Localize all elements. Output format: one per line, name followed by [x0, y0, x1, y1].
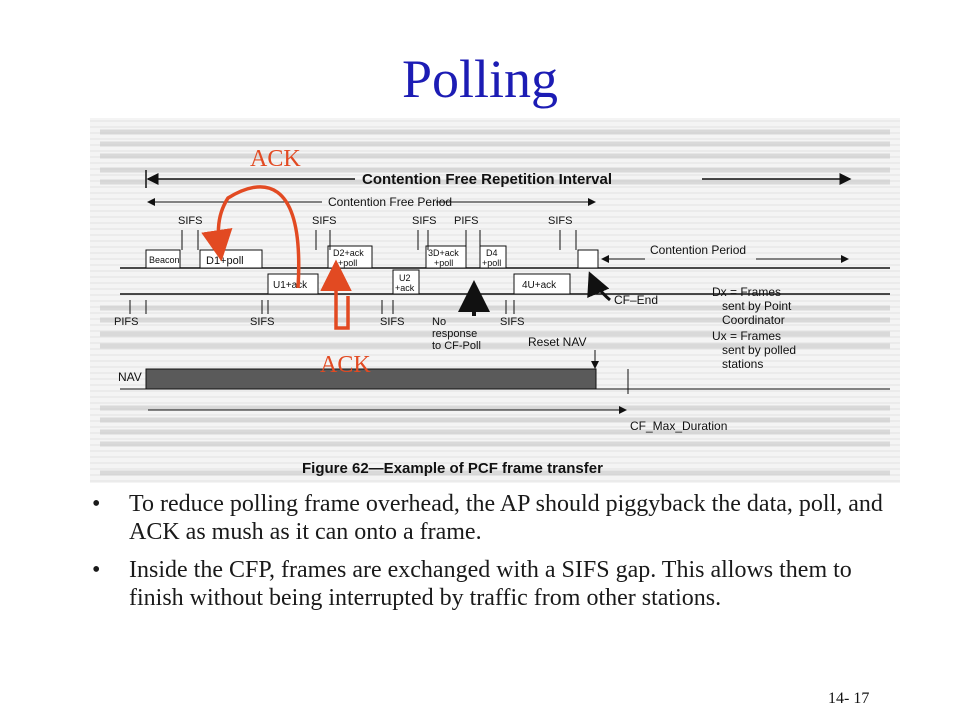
sifs-label-3: SIFS [412, 215, 436, 227]
slide-number: 14- 17 [828, 690, 870, 707]
ack-curve-bottom [320, 259, 352, 330]
sifs-label-4: SIFS [548, 215, 572, 227]
legend-line-5: sent by polled [722, 343, 796, 357]
no-response-line-3: to CF-Poll [432, 340, 481, 352]
frame-u2-label-2: +ack [395, 283, 415, 293]
pifs-label-top: PIFS [454, 215, 478, 227]
cfri-label: Contention Free Repetition Interval [362, 171, 612, 188]
frame-d3 [425, 245, 467, 269]
sifs-label-b2: SIFS [380, 316, 404, 328]
frame-beacon [145, 249, 181, 269]
bullet-item: • Inside the CFP, frames are exchanged w… [88, 556, 908, 612]
bullet-list: • To reduce polling frame overhead, the … [88, 490, 908, 622]
slide-title: Polling [401, 49, 559, 109]
bullet-dot: • [92, 557, 101, 583]
no-response-line-1: No [432, 316, 446, 328]
pcf-frame-transfer-figure: Contention Free Repetition Interval Cont… [90, 118, 900, 483]
no-response-line-2: response [432, 328, 477, 340]
bullet-item: • To reduce polling frame overhead, the … [88, 490, 908, 546]
sifs-label-b1: SIFS [250, 316, 274, 328]
frame-d4 [479, 245, 507, 269]
bullet-text: To reduce polling frame overhead, the AP… [129, 491, 883, 545]
frame-u4-label: 4U+ack [522, 280, 557, 291]
scan-faint-text [100, 129, 890, 476]
ack-annotation-bottom: ACK [320, 352, 371, 378]
frame-u1 [267, 273, 319, 295]
gap-markers-top [181, 230, 577, 250]
nav-label: NAV [118, 370, 142, 384]
frame-d1-label: D1+poll [206, 255, 244, 267]
ack-annotation-top: ACK [250, 146, 301, 172]
figure-caption: Figure 62—Example of PCF frame transfer [302, 460, 603, 477]
cf-end-arrow [587, 271, 611, 302]
legend-line-1: Dx = Frames [712, 285, 781, 299]
frame-beacon-label: Beacon [149, 255, 180, 265]
frame-u2-label-1: U2 [399, 273, 411, 283]
frame-d3-label-2: +poll [434, 258, 453, 268]
sifs-label-1: SIFS [178, 215, 202, 227]
cf-max-label: CF_Max_Duration [630, 419, 727, 433]
gap-markers-bottom [129, 300, 515, 314]
bullet-dot: • [92, 491, 101, 517]
frame-d2-label-2: +poll [338, 258, 357, 268]
frame-u1-label: U1+ack [273, 280, 308, 291]
legend-line-3: Coordinator [722, 313, 785, 327]
frame-u4 [513, 273, 571, 295]
frame-cf-end [577, 249, 599, 269]
legend-line-6: stations [722, 357, 763, 371]
ack-curve-top [201, 185, 301, 289]
frame-d2-label-1: D2+ack [333, 248, 364, 258]
cfp-label: Contention Free Period [328, 195, 452, 209]
sifs-label-b3: SIFS [500, 316, 524, 328]
frame-d4-label-2: +poll [482, 258, 501, 268]
legend-line-2: sent by Point [722, 299, 792, 313]
legend-line-4: Ux = Frames [712, 329, 781, 343]
reset-nav-label: Reset NAV [528, 335, 586, 349]
cp-label: Contention Period [650, 243, 746, 257]
nav-bar [145, 368, 597, 390]
frame-u2 [392, 269, 420, 295]
cf-end-label: CF–End [614, 293, 658, 307]
bullet-text: Inside the CFP, frames are exchanged wit… [129, 557, 852, 611]
frame-d3-label-1: 3D+ack [428, 248, 459, 258]
frame-d4-label-1: D4 [486, 248, 498, 258]
pifs-label-bottom: PIFS [114, 316, 138, 328]
sifs-label-2: SIFS [312, 215, 336, 227]
